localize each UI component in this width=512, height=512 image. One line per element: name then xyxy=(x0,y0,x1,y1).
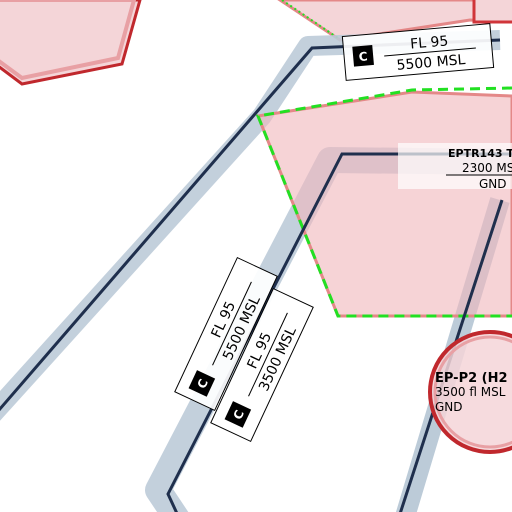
ep-p2-upper: 3500 fl MSL xyxy=(435,385,506,399)
restricted-zone-northwest-inner xyxy=(0,0,137,81)
zone-north-green-edge xyxy=(281,0,339,39)
route-label-north[interactable]: C FL 95 5500 MSL xyxy=(341,23,495,81)
route-label-divider xyxy=(384,47,476,57)
restricted-zone-northeast[interactable] xyxy=(472,0,512,24)
airspace-class-letter: C xyxy=(358,49,368,64)
eptr143-green-boundary xyxy=(255,86,512,318)
route-upper-limit: FL 95 xyxy=(410,33,449,52)
ep-p2-name: EP-P2 (H2 xyxy=(435,371,508,386)
restricted-zone-northwest[interactable] xyxy=(0,0,142,86)
ep-p2-label[interactable]: EP-P2 (H2 3500 fl MSL GND xyxy=(435,371,508,414)
airspace-class-badge xyxy=(188,370,216,397)
route-lower-limit: 5500 MSL xyxy=(396,52,466,74)
route-label-divider xyxy=(212,281,252,366)
eptr143-upper: 2300 MS xyxy=(462,161,512,175)
eptr143-lower: GND xyxy=(479,177,507,191)
eptr143-name: EPTR143 T xyxy=(448,147,512,160)
airspace-class-badge xyxy=(352,44,374,67)
ep-p2-lower: GND xyxy=(435,400,463,414)
airspace-class-badge xyxy=(224,401,252,428)
eptr143-label[interactable]: EPTR143 T 2300 MS GND xyxy=(398,143,512,191)
ep-p2-zone[interactable] xyxy=(428,330,512,454)
route-label-divider xyxy=(248,312,288,397)
ep-p2-zone-inner xyxy=(433,335,512,449)
